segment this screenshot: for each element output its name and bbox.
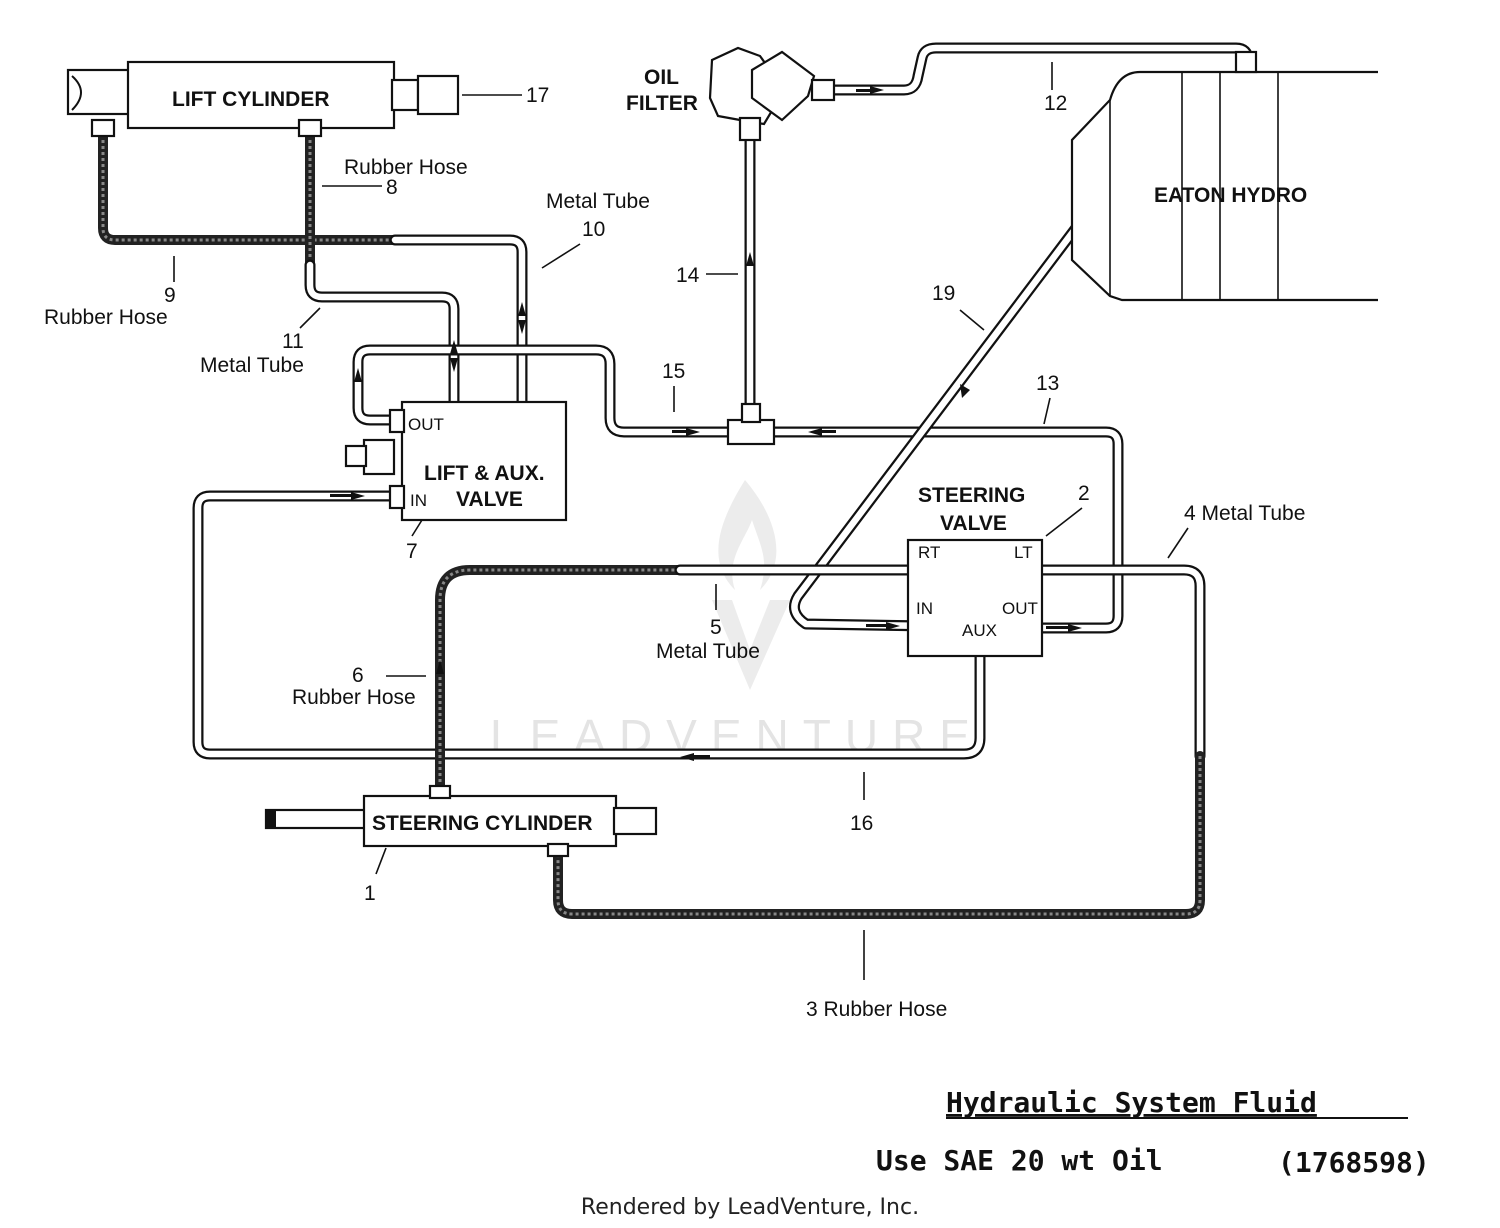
callout-2: 2 [1078,482,1090,505]
callout-15: 15 [662,360,685,383]
callout-10: 10 [582,218,605,241]
callout-12: 12 [1044,92,1067,115]
callout-3: 3 Rubber Hose [806,998,947,1021]
callout-5-text: Metal Tube [656,640,760,663]
lift-cylinder-label: LIFT CYLINDER [172,88,330,111]
callout-8: 8 [386,176,398,199]
port-aux-label: AUX [962,621,997,640]
steering-valve-label-1: STEERING [918,484,1025,507]
steering-cylinder-label: STEERING CYLINDER [372,812,593,835]
port-lt-label: LT [1014,543,1033,562]
port-sv-in-label: IN [916,599,933,618]
flow-arrows [330,86,1082,761]
tee-fitting [726,418,776,446]
callout-6: 6 [352,664,364,687]
lift-aux-valve-label-2: VALVE [456,488,523,511]
callout-11: 11 [282,330,304,353]
port-out-label: OUT [408,415,444,434]
callout-7: 7 [406,540,418,563]
eaton-hydro: EATON HYDRO [1070,50,1378,302]
callout-9-text: Rubber Hose [44,306,168,329]
callout-1: 1 [364,882,376,905]
oil-filter-label-1: OIL [644,66,679,89]
hose-6 [435,565,685,805]
callout-10-text: Metal Tube [546,190,650,213]
callouts: 17 Rubber Hose 8 9 Rubber Hose Metal Tub… [44,62,1305,1021]
footer-oil: Use SAE 20 wt Oil [876,1144,1163,1177]
lift-aux-valve: OUT IN LIFT & AUX. VALVE [344,400,568,522]
steering-valve-label-2: VALVE [940,512,1007,535]
eaton-hydro-label: EATON HYDRO [1154,184,1307,207]
callout-14: 14 [676,264,700,287]
callout-8-text: Rubber Hose [344,156,468,179]
lift-cylinder: LIFT CYLINDER [66,60,460,138]
oil-filter-label-2: FILTER [626,92,698,115]
footer-part-number: (1768598) [1278,1146,1430,1179]
steering-valve: STEERING VALVE RT LT IN OUT AUX [906,484,1044,658]
callout-17: 17 [526,84,549,107]
oil-filter: OIL FILTER [626,46,836,142]
port-in-label: IN [410,491,427,510]
port-rt-label: RT [918,543,940,562]
callout-11-text: Metal Tube [200,354,304,377]
pipes [98,42,1254,919]
hose-9 [98,123,400,245]
steering-cylinder: STEERING CYLINDER [264,784,658,858]
footer-title: Hydraulic System Fluid [946,1086,1317,1119]
callout-5: 5 [710,616,722,639]
hose-3 [553,751,1205,919]
callout-16: 16 [850,812,873,835]
callout-13: 13 [1036,372,1059,395]
callout-9: 9 [164,284,176,307]
callout-19: 19 [932,282,955,305]
lift-aux-valve-label-1: LIFT & AUX. [424,462,545,485]
callout-4: 4 Metal Tube [1184,502,1305,525]
credit-line: Rendered by LeadVenture, Inc. [580,1195,920,1220]
port-sv-out-label: OUT [1002,599,1038,618]
callout-6-text: Rubber Hose [292,686,416,709]
footer-notes: Hydraulic System Fluid Use SAE 20 wt Oil… [876,1086,1430,1179]
